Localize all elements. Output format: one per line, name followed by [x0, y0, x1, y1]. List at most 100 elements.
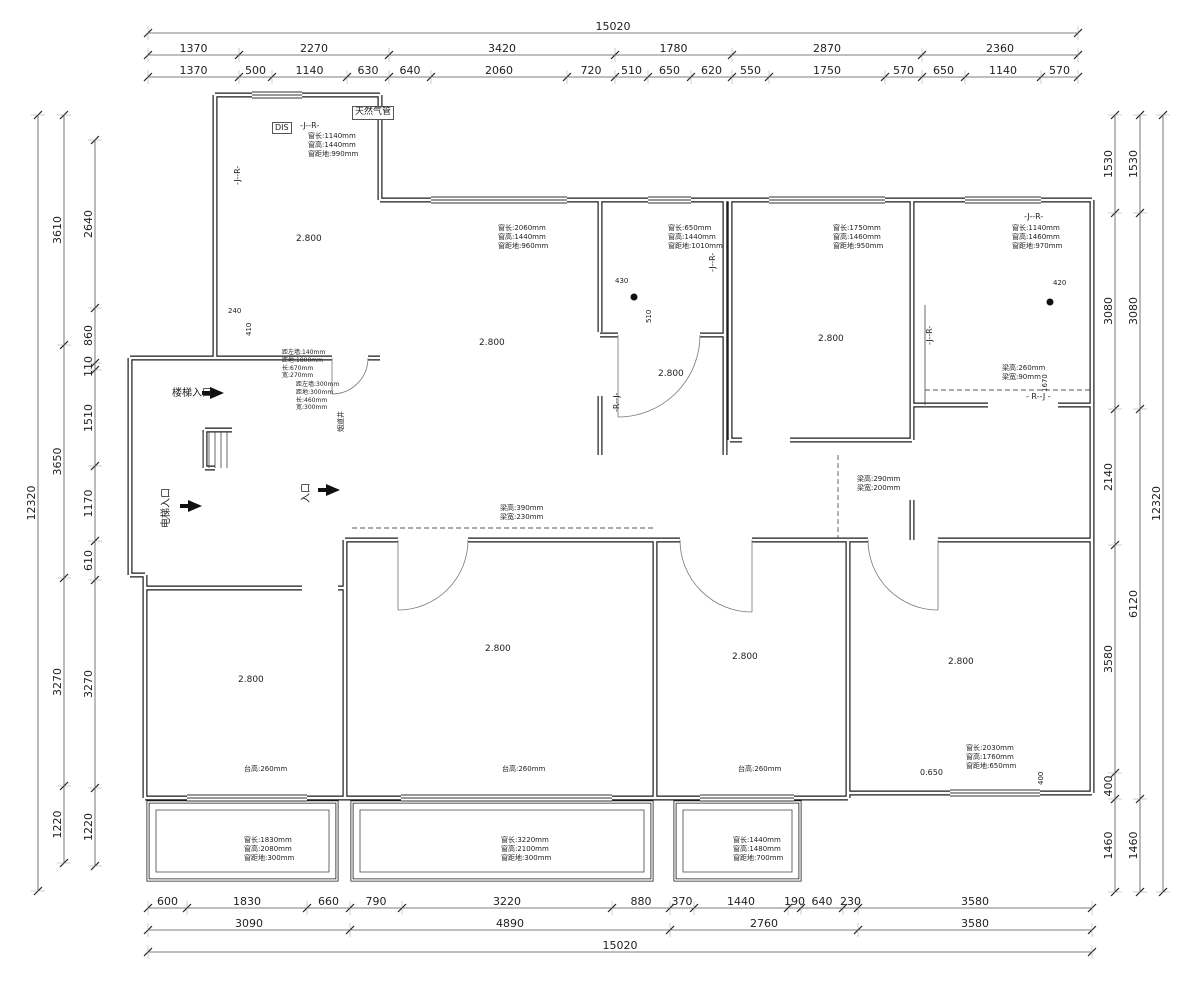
dim-label: 3580 — [961, 917, 989, 930]
dim-label: 6120 — [1127, 590, 1140, 618]
dim-label: 790 — [366, 895, 387, 908]
dim-chain-top-total: 15020 — [143, 20, 1083, 40]
dim-label: 1220 — [82, 813, 95, 841]
beam-spec: 梁高:390mm 梁宽:230mm — [500, 504, 544, 522]
window-spec: 窗长:2030mm 窗高:1760mm 窗距地:650mm — [966, 744, 1017, 771]
entrance-arrow-icon — [326, 484, 340, 496]
ceiling-height: 2.800 — [818, 334, 844, 344]
dim-label: 15020 — [596, 20, 631, 33]
dim-label: 2140 — [1102, 463, 1115, 491]
dim-label: 2870 — [813, 42, 841, 55]
sill-height: 台高:260mm — [502, 765, 546, 773]
entrance-arrows-and-points — [180, 293, 1054, 512]
dim-label: 570 — [893, 64, 914, 77]
dim-label: 610 — [82, 550, 95, 571]
gas-pipe-label: 天然气管 — [352, 106, 395, 120]
dim-label: 1510 — [82, 404, 95, 432]
pipe-label: -J--R- — [925, 325, 934, 345]
beam-spec: 梁高:260mm 梁宽:90mm — [1002, 364, 1046, 382]
dim-label: 510 — [621, 64, 642, 77]
window-spec: 窗长:1140mm 窗高:1460mm 窗距地:970mm — [1012, 224, 1063, 251]
detail-lines — [155, 305, 939, 873]
dim-label: 3080 — [1102, 297, 1115, 325]
entrance-label: 电梯入口 — [161, 488, 172, 528]
balcony-walls — [146, 800, 802, 882]
local-dim: 400 — [1037, 771, 1045, 785]
dim-label: 2360 — [986, 42, 1014, 55]
dim-label: 550 — [740, 64, 761, 77]
dim-label: 12320 — [1150, 486, 1163, 521]
window-spec: 窗长:1830mm 窗高:2080mm 窗距地:300mm — [244, 836, 295, 863]
dim-label: 110 — [82, 356, 95, 377]
dim-label: 400 — [1102, 776, 1115, 797]
local-dim: 430 — [615, 277, 629, 285]
window-symbols — [187, 91, 1041, 802]
ceiling-height: 2.800 — [485, 644, 511, 654]
dim-label: 1780 — [660, 42, 688, 55]
dim-label: 3580 — [961, 895, 989, 908]
dim-label: 3580 — [1102, 645, 1115, 673]
dim-label: 15020 — [603, 939, 638, 952]
level-label: 0.650 — [920, 768, 943, 777]
dim-label: 1530 — [1102, 150, 1115, 178]
local-dim: 1670 — [1041, 374, 1049, 392]
dim-label: 880 — [631, 895, 652, 908]
pipe-label: -R--J- — [612, 392, 621, 412]
ceiling-height: 2.800 — [479, 338, 505, 348]
dim-label: 620 — [701, 64, 722, 77]
pipe-label: - R--J - — [1026, 392, 1051, 401]
dim-label: 640 — [812, 895, 833, 908]
local-dim: 240 — [228, 307, 242, 315]
dim-label: 2270 — [300, 42, 328, 55]
dim-label: 3270 — [82, 670, 95, 698]
dim-label: 640 — [400, 64, 421, 77]
pipe-tag: DIS — [272, 122, 292, 135]
dim-label: 650 — [659, 64, 680, 77]
vent-spec: 距左墙:300mm 距地:300mm 长:460mm 宽:300mm — [296, 381, 340, 412]
dim-label: 1140 — [989, 64, 1017, 77]
dim-label: 230 — [840, 895, 861, 908]
window-spec: 窗长:650mm 窗高:1440mm 窗距地:1010mm — [668, 224, 723, 251]
dim-label: 1460 — [1127, 832, 1140, 860]
entrance-arrow-icon — [188, 500, 202, 512]
dim-label: 3650 — [51, 448, 64, 476]
sill-height: 台高:260mm — [244, 765, 288, 773]
dim-label: 650 — [933, 64, 954, 77]
dim-label: 3270 — [51, 668, 64, 696]
dim-label: 860 — [82, 325, 95, 346]
beam-spec: 梁高:290mm 梁宽:200mm — [857, 475, 901, 493]
dim-label: 720 — [581, 64, 602, 77]
dim-chain-top-major: 1370 2270 3420 1780 2870 2360 — [143, 42, 1083, 62]
gas-point — [630, 293, 638, 301]
dim-label: 1370 — [180, 42, 208, 55]
ceiling-height: 2.800 — [296, 234, 322, 244]
local-dim: 510 — [645, 309, 653, 323]
dim-label: 1170 — [82, 490, 95, 518]
dim-label: 1830 — [233, 895, 261, 908]
entrance-label: 楼梯入口 — [172, 388, 212, 399]
ceiling-height: 2.800 — [658, 369, 684, 379]
dim-label: 2640 — [82, 210, 95, 238]
shaft-label: 烟道井 — [337, 411, 345, 432]
window-spec: 窗长:1750mm 窗高:1460mm 窗距地:950mm — [833, 224, 884, 251]
pipe-label: -J--R- — [1024, 212, 1044, 221]
entrance-arrow-icon — [210, 387, 224, 399]
ceiling-height: 2.800 — [238, 675, 264, 685]
ceiling-height: 2.800 — [948, 657, 974, 667]
dim-label: 1750 — [813, 64, 841, 77]
dim-label: 3610 — [51, 216, 64, 244]
pipe-label: -J--R- — [708, 252, 717, 272]
dim-label: 2760 — [750, 917, 778, 930]
dim-label: 600 — [157, 895, 178, 908]
dim-label: 12320 — [25, 486, 38, 521]
dim-label: 3420 — [488, 42, 516, 55]
beam-lines — [352, 389, 1092, 540]
dim-label: 3080 — [1127, 297, 1140, 325]
vent-spec: 距左墙:140mm 距地:1800mm 长:670mm 宽:270mm — [282, 349, 326, 380]
dim-label: 4890 — [496, 917, 524, 930]
